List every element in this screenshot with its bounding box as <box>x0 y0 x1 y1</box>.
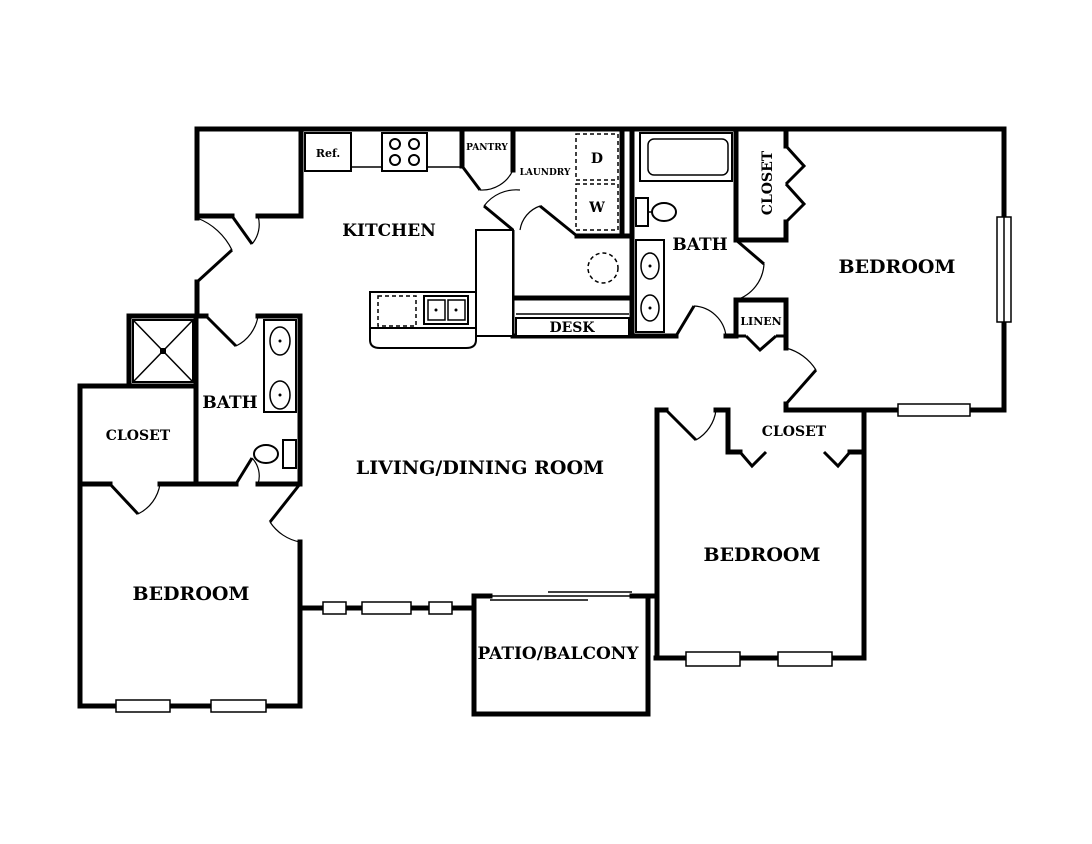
water-heater-icon <box>587 252 619 284</box>
windows <box>115 216 1012 713</box>
bath-left-label: BATH <box>202 393 257 413</box>
fixtures <box>132 132 733 469</box>
washer-label: W <box>588 200 605 216</box>
kitchen-label: KITCHEN <box>342 221 435 241</box>
dryer-label: D <box>591 151 603 167</box>
bath-right-label: BATH <box>672 235 727 255</box>
dryer-box <box>575 133 619 181</box>
living-dining-label: LIVING/DINING ROOM <box>356 457 604 479</box>
toilet-icon <box>635 197 677 227</box>
desk-label: DESK <box>549 320 595 336</box>
toilet-icon <box>253 439 297 469</box>
refrigerator-box <box>304 132 352 172</box>
closet-middle-label: CLOSET <box>762 424 827 440</box>
laundry-label: LAUNDRY <box>520 168 571 178</box>
vanity-icon <box>263 319 297 413</box>
bedroom-middle-label: BEDROOM <box>704 544 821 566</box>
refrigerator-label: Ref. <box>316 147 340 160</box>
desk-box <box>515 317 630 337</box>
patio-label: PATIO/BALCONY <box>478 644 640 664</box>
bedroom-left-label: BEDROOM <box>133 583 250 605</box>
room-labels: Ref. PANTRY LAUNDRY D W KITCHEN DESK BAT… <box>106 143 956 664</box>
exterior-walls <box>77 126 1007 717</box>
vanity-icon <box>635 239 665 333</box>
linen-label: LINEN <box>740 315 781 328</box>
shower-icon <box>132 319 194 383</box>
stove-icon <box>381 132 428 172</box>
closet-right-top-label: CLOSET <box>760 150 776 215</box>
bedroom-right-top-label: BEDROOM <box>839 256 956 278</box>
pantry-label: PANTRY <box>466 143 508 153</box>
doors <box>108 144 852 543</box>
kitchen-island <box>369 229 514 349</box>
washer-box <box>575 183 619 231</box>
bathtub-icon <box>639 132 733 182</box>
closet-left-label: CLOSET <box>106 428 171 444</box>
